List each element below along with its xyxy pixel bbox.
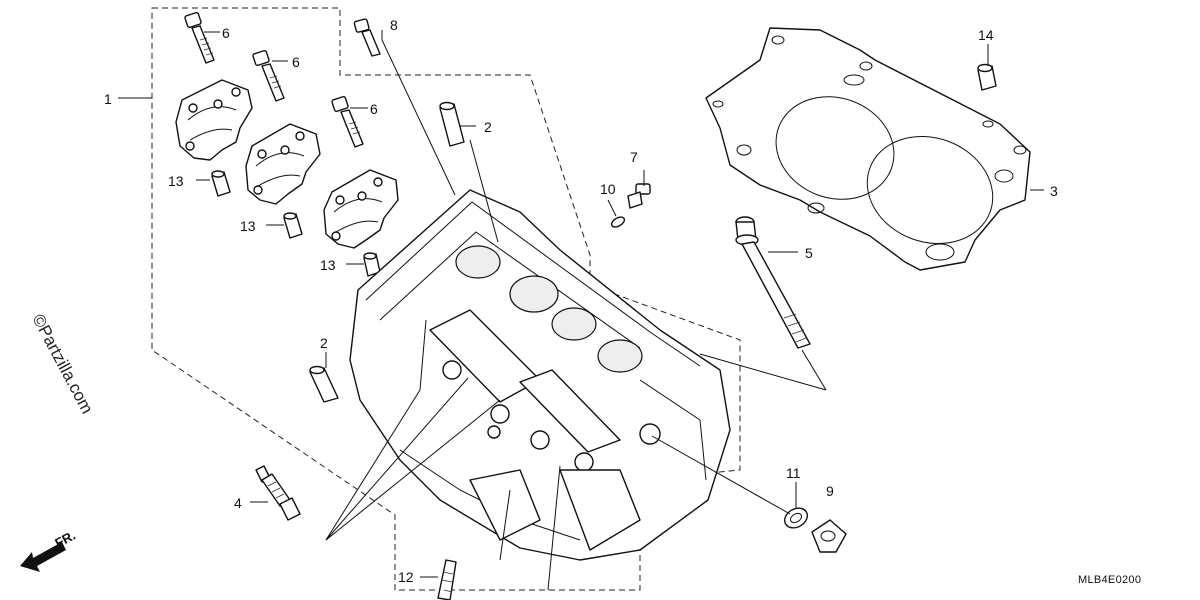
callout-10: 10 [600, 181, 616, 197]
plug-bolt-9 [811, 519, 847, 553]
leader-lines [118, 30, 1044, 591]
callout-13-a: 13 [168, 173, 184, 189]
callout-6-middle: 6 [292, 54, 300, 70]
callout-8: 8 [390, 17, 398, 33]
callout-7: 7 [630, 149, 638, 165]
camshaft-holder-middle [245, 123, 321, 205]
bolt-6-top [184, 11, 215, 64]
callout-13-b: 13 [240, 218, 256, 234]
bolt-7 [627, 183, 651, 209]
callout-1: 1 [104, 91, 112, 107]
dowel-pin-13-b [283, 212, 303, 239]
callout-2-lower: 2 [320, 335, 328, 351]
head-bolt-5 [735, 216, 811, 349]
callout-12: 12 [398, 569, 414, 585]
assembly-group-outline [151, 7, 741, 591]
callout-6-top: 6 [222, 25, 230, 41]
diagram-code: MLB4E0200 [1078, 574, 1141, 586]
stud-2-upper [439, 101, 465, 147]
callout-3: 3 [1050, 183, 1058, 199]
callout-4: 4 [234, 495, 242, 511]
camshaft-holder-lower [323, 169, 399, 249]
cylinder-head-body [349, 189, 731, 561]
front-direction-arrow-icon [20, 542, 66, 572]
dowel-pin-13-a [211, 170, 231, 197]
callout-6-lower: 6 [370, 101, 378, 117]
sealing-washer-11 [783, 507, 809, 529]
callout-11: 11 [786, 465, 801, 481]
spark-plug-4 [255, 465, 301, 521]
dowel-14 [977, 63, 997, 91]
bolt-6-middle [252, 49, 285, 102]
callout-2-upper: 2 [484, 119, 492, 135]
watermark: ©Partzilla.com [28, 311, 96, 417]
cylinder-head-gasket-3 [705, 27, 1031, 271]
stud-12 [437, 559, 457, 600]
callout-9: 9 [826, 483, 834, 499]
bolt-8 [353, 18, 381, 57]
callout-14: 14 [978, 27, 994, 43]
stud-2-lower [309, 365, 339, 403]
callout-13-c: 13 [320, 257, 336, 273]
callout-5: 5 [805, 245, 813, 261]
camshaft-holder-upper [175, 79, 253, 161]
washer-10 [610, 216, 626, 228]
bolt-6-lower [331, 95, 364, 148]
